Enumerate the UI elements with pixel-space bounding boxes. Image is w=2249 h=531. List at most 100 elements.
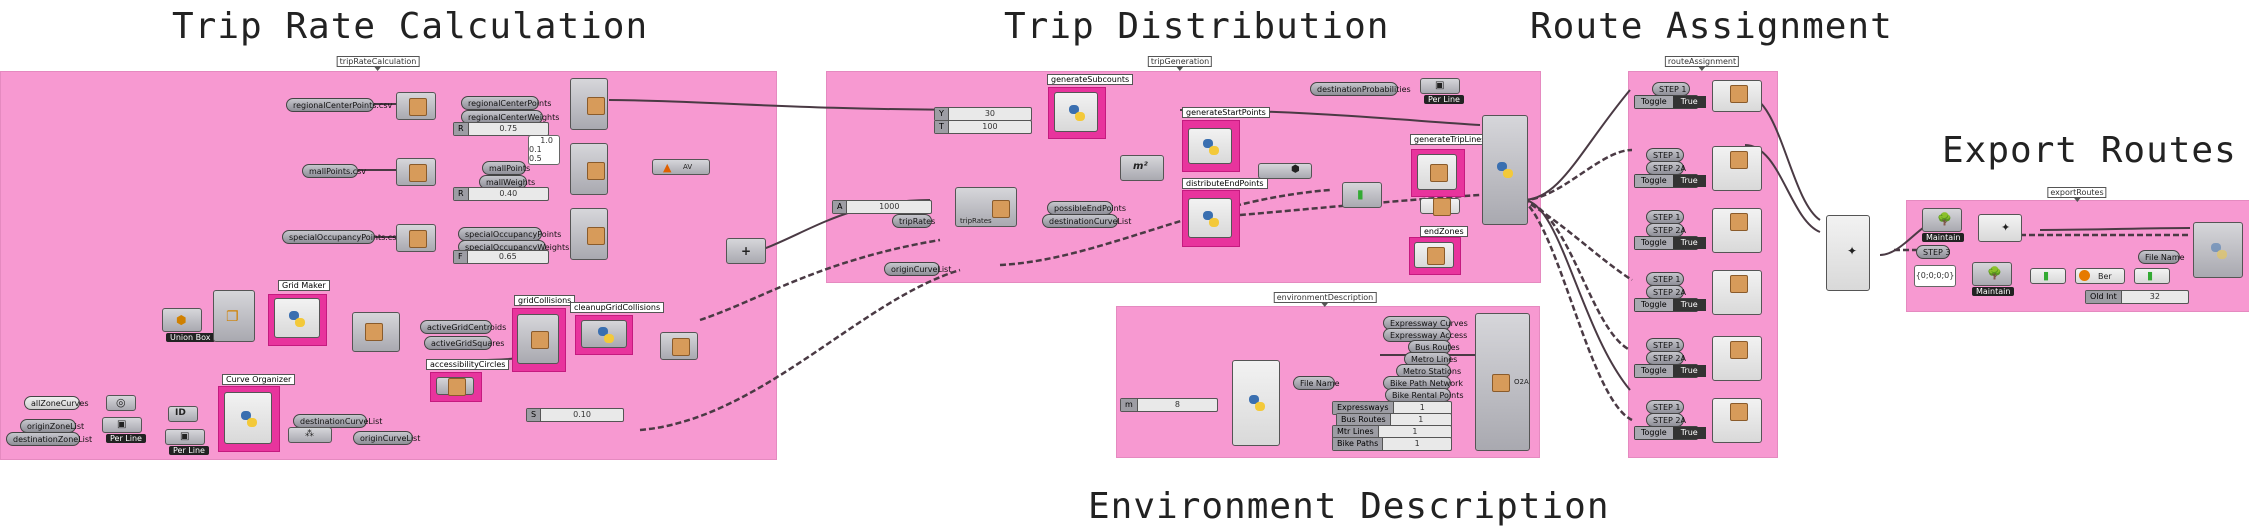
line-sdl-component[interactable]: ⬢ — [1258, 163, 1312, 179]
dispatch-component[interactable]: ▮ — [1342, 182, 1382, 208]
param-step[interactable]: STEP 2A — [1646, 413, 1686, 427]
param-step[interactable]: STEP 1 — [1646, 272, 1684, 286]
param-regional-center-points[interactable]: regionalCenterPoints — [461, 96, 551, 110]
split-component-td[interactable]: ▣ — [1420, 78, 1460, 94]
data-extract-component[interactable] — [352, 312, 400, 352]
environment-cluster-component[interactable]: O2A — [1475, 313, 1530, 451]
param-step[interactable]: STEP 2A — [1646, 223, 1686, 237]
multiply-component[interactable] — [660, 332, 698, 360]
python-distribute-end-points[interactable] — [1188, 198, 1232, 238]
param-origin-curve-list-out[interactable]: originCurveList — [353, 431, 420, 445]
param-file-name-export[interactable]: File Name — [2138, 250, 2185, 264]
param-bike-rental-points[interactable]: Bike Rental Points — [1385, 388, 1464, 402]
param-step3[interactable]: STEP 3 — [1916, 245, 1950, 259]
union-box-component[interactable]: ⬢ — [162, 308, 202, 332]
group-route-assignment[interactable] — [1628, 71, 1778, 458]
route-cluster-component[interactable] — [1712, 270, 1762, 315]
end-zones-component[interactable] — [1414, 242, 1454, 268]
weighted-points-component-3[interactable] — [570, 208, 608, 260]
python-generate-subcounts[interactable] — [1054, 92, 1098, 132]
param-possible-end-points[interactable]: possibleEndPoints — [1047, 201, 1126, 215]
route-cluster-component[interactable] — [1712, 208, 1762, 253]
param-active-grid-centroids[interactable]: activeGridCentroids — [420, 320, 506, 334]
param-destination-zone-list[interactable]: destinationZoneList — [6, 432, 92, 446]
param-step[interactable]: STEP 2A — [1646, 161, 1686, 175]
generate-trip-lines-component[interactable] — [1417, 154, 1457, 190]
tree-component-2[interactable]: 🌳 — [1972, 262, 2012, 286]
read-file-component-2[interactable] — [396, 158, 436, 186]
list-item-component-1[interactable]: ▮ — [2030, 268, 2066, 284]
param-step[interactable]: STEP 1 — [1646, 210, 1684, 224]
weight-panel[interactable]: 1.0 0.1 0.5 — [528, 135, 560, 165]
param-mall-csv[interactable]: mallPoints.csv — [302, 164, 366, 178]
route-cluster-component[interactable] — [1712, 146, 1762, 191]
read-file-component-3[interactable] — [396, 224, 436, 252]
param-origin-zone-list[interactable]: originZoneList — [20, 419, 84, 433]
python-trip-combiner[interactable] — [1482, 115, 1528, 225]
param-step[interactable]: STEP 1 — [1646, 400, 1684, 414]
param-special-occupancy-points[interactable]: specialOccupancyPoints — [458, 227, 561, 241]
param-origin-curve-list[interactable]: originCurveList — [884, 262, 951, 276]
list-item-component-2[interactable]: ▮ — [2134, 268, 2170, 284]
python-curve-organizer[interactable] — [224, 392, 272, 444]
trip-generation-component[interactable]: tripRates — [955, 187, 1017, 227]
read-file-component-1[interactable] — [396, 92, 436, 120]
route-cluster-component[interactable] — [1712, 336, 1762, 381]
param-active-grid-squares[interactable]: activeGridSquares — [424, 336, 504, 350]
curve-component[interactable] — [1420, 198, 1460, 216]
shift-paths-component[interactable]: ⁂ — [288, 427, 332, 443]
python-environment[interactable] — [1232, 360, 1280, 446]
average-component[interactable]: ▲ AV — [652, 159, 710, 175]
param-step[interactable]: STEP 1 — [1646, 148, 1684, 162]
param-destination-probabilities[interactable]: destinationProbabilities — [1310, 82, 1411, 96]
split-component-1[interactable]: ▣ — [102, 417, 142, 433]
python-cleanup-collisions[interactable] — [581, 320, 627, 348]
grid-collisions-component[interactable] — [517, 314, 559, 364]
panel-path[interactable]: {0;0;0;0} — [1914, 265, 1956, 287]
param-destination-curve-list[interactable]: destinationCurveList — [293, 414, 382, 428]
id-component[interactable]: ID — [168, 406, 198, 422]
deconstruct-box-component[interactable]: ❐ — [213, 290, 255, 342]
python-grid-maker[interactable] — [274, 298, 320, 338]
param-destination-curve-list-td[interactable]: destinationCurveList — [1042, 214, 1131, 228]
accessibility-circles-component[interactable] — [436, 377, 474, 396]
param-trip-rates[interactable]: tripRates — [892, 214, 935, 228]
param-step[interactable]: STEP 1 — [1652, 82, 1690, 96]
param-regional-center-csv[interactable]: regionalCenterPoints.csv — [286, 98, 392, 112]
param-special-occupancy-csv[interactable]: specialOccupancyPoints.csv — [282, 230, 401, 244]
route-cluster-component[interactable] — [1712, 398, 1762, 443]
boolean-button[interactable]: Ber — [2075, 268, 2125, 284]
param-step[interactable]: STEP 1 — [1646, 338, 1684, 352]
param-mall-points[interactable]: mallPoints — [482, 161, 530, 175]
merge-component[interactable]: ✦ — [1826, 215, 1870, 291]
flatten-component[interactable]: ◎ — [106, 395, 136, 411]
param-all-zone-curves[interactable]: allZoneCurves — [24, 396, 88, 410]
merge-component-export[interactable]: ✦ — [1978, 214, 2022, 242]
param-step[interactable]: STEP 2A — [1646, 351, 1686, 365]
area-component[interactable]: m² — [1120, 155, 1164, 181]
tree-component-1[interactable]: 🌳 — [1922, 208, 1962, 232]
python-generate-start-points[interactable] — [1188, 128, 1232, 164]
route-cluster-component[interactable] — [1712, 80, 1762, 112]
weighted-points-component-2[interactable] — [570, 143, 608, 195]
python-export[interactable] — [2193, 222, 2243, 278]
param-file-name-env[interactable]: File Name — [1293, 376, 1340, 390]
addition-component[interactable]: + — [726, 238, 766, 264]
